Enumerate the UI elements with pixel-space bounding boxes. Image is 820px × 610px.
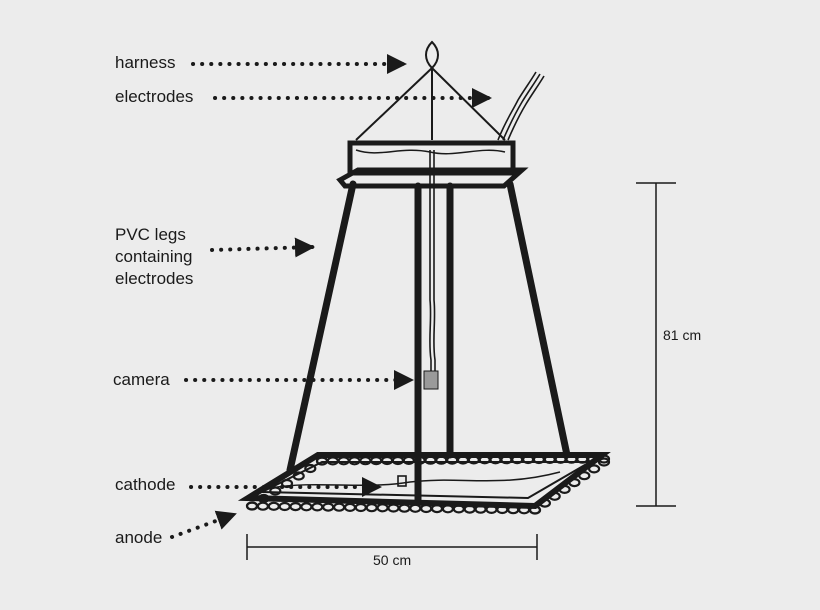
chain-link [304, 463, 317, 474]
chain-link [517, 505, 531, 515]
chain-link [245, 501, 259, 511]
chain-link [289, 502, 302, 512]
chain-link [269, 486, 282, 496]
chain-link [370, 456, 383, 466]
chain-link [500, 455, 513, 465]
chain-link [402, 455, 415, 465]
chain-link [446, 455, 459, 465]
chain-link [365, 503, 378, 513]
chain-link [478, 455, 491, 465]
chain-link [315, 456, 329, 466]
chain-link [489, 455, 502, 465]
chain-link [597, 457, 611, 467]
chain-link [420, 503, 433, 514]
electrode-wires [497, 71, 545, 141]
chain-link [568, 478, 581, 488]
chain-link [343, 502, 357, 512]
chain-link [565, 454, 578, 464]
chain-link [311, 502, 324, 512]
label-cathode: cathode [115, 475, 176, 494]
chain-link [409, 503, 422, 513]
dimension-width-label: 50 cm [373, 552, 412, 568]
chain-link [548, 491, 561, 501]
chain-link [496, 504, 509, 515]
chain-link [576, 454, 589, 464]
chain-link [300, 502, 313, 512]
pvc-legs [286, 180, 571, 504]
chain-link [435, 455, 448, 465]
chain-link [543, 454, 556, 464]
chain-link [387, 503, 400, 513]
top-frame [336, 140, 529, 189]
chain-link [538, 498, 552, 508]
harness [355, 40, 506, 141]
chain-link [558, 484, 571, 494]
label-camera: camera [113, 370, 170, 389]
chain-link [474, 504, 487, 514]
label-harness: harness [115, 53, 176, 72]
chain-link [391, 455, 404, 466]
chain-link [597, 454, 611, 464]
label-pvc-legs-line3: electrodes [115, 269, 194, 288]
chain-link [333, 502, 346, 512]
dimension-height-label: 81 cm [663, 327, 702, 343]
chain-link [424, 455, 437, 465]
camera-cable [429, 150, 436, 372]
chain-link [430, 504, 444, 514]
chain-link [280, 478, 294, 489]
chain-link [359, 456, 372, 466]
chain-link [511, 455, 524, 465]
label-electrodes: electrodes [115, 87, 194, 106]
chain-link [326, 456, 339, 466]
chain-link [521, 454, 535, 465]
chain-link [485, 504, 498, 514]
chain-link [348, 456, 361, 466]
label-anode: anode [115, 528, 163, 547]
chain-link [322, 502, 335, 512]
chain-link [554, 454, 567, 464]
chain-link [532, 454, 546, 465]
anode-chain [245, 454, 611, 515]
chain-link [354, 502, 367, 513]
chain-link [587, 464, 601, 474]
chain-link [456, 455, 470, 465]
chain-link [528, 505, 542, 515]
chain-link [467, 455, 480, 465]
chain-link [507, 505, 520, 515]
chain-link [337, 456, 350, 466]
chain-link [381, 455, 394, 466]
chain-link [441, 504, 454, 514]
label-leaders [170, 54, 492, 539]
chain-link [278, 501, 291, 512]
chain-link [463, 504, 476, 514]
chain-link [256, 501, 269, 511]
chain-link [452, 504, 465, 514]
width-dimension [246, 534, 538, 560]
label-pvc-legs-line1: PVC legs [115, 225, 186, 244]
chain-link [292, 471, 305, 481]
camera-box [423, 370, 439, 390]
chain-link [376, 503, 389, 513]
height-dimension [636, 182, 676, 507]
chain-link [578, 471, 591, 481]
chain-link [267, 501, 280, 511]
label-pvc-legs-line2: containing [115, 247, 193, 266]
chain-link [398, 503, 411, 513]
chain-link [257, 493, 270, 504]
